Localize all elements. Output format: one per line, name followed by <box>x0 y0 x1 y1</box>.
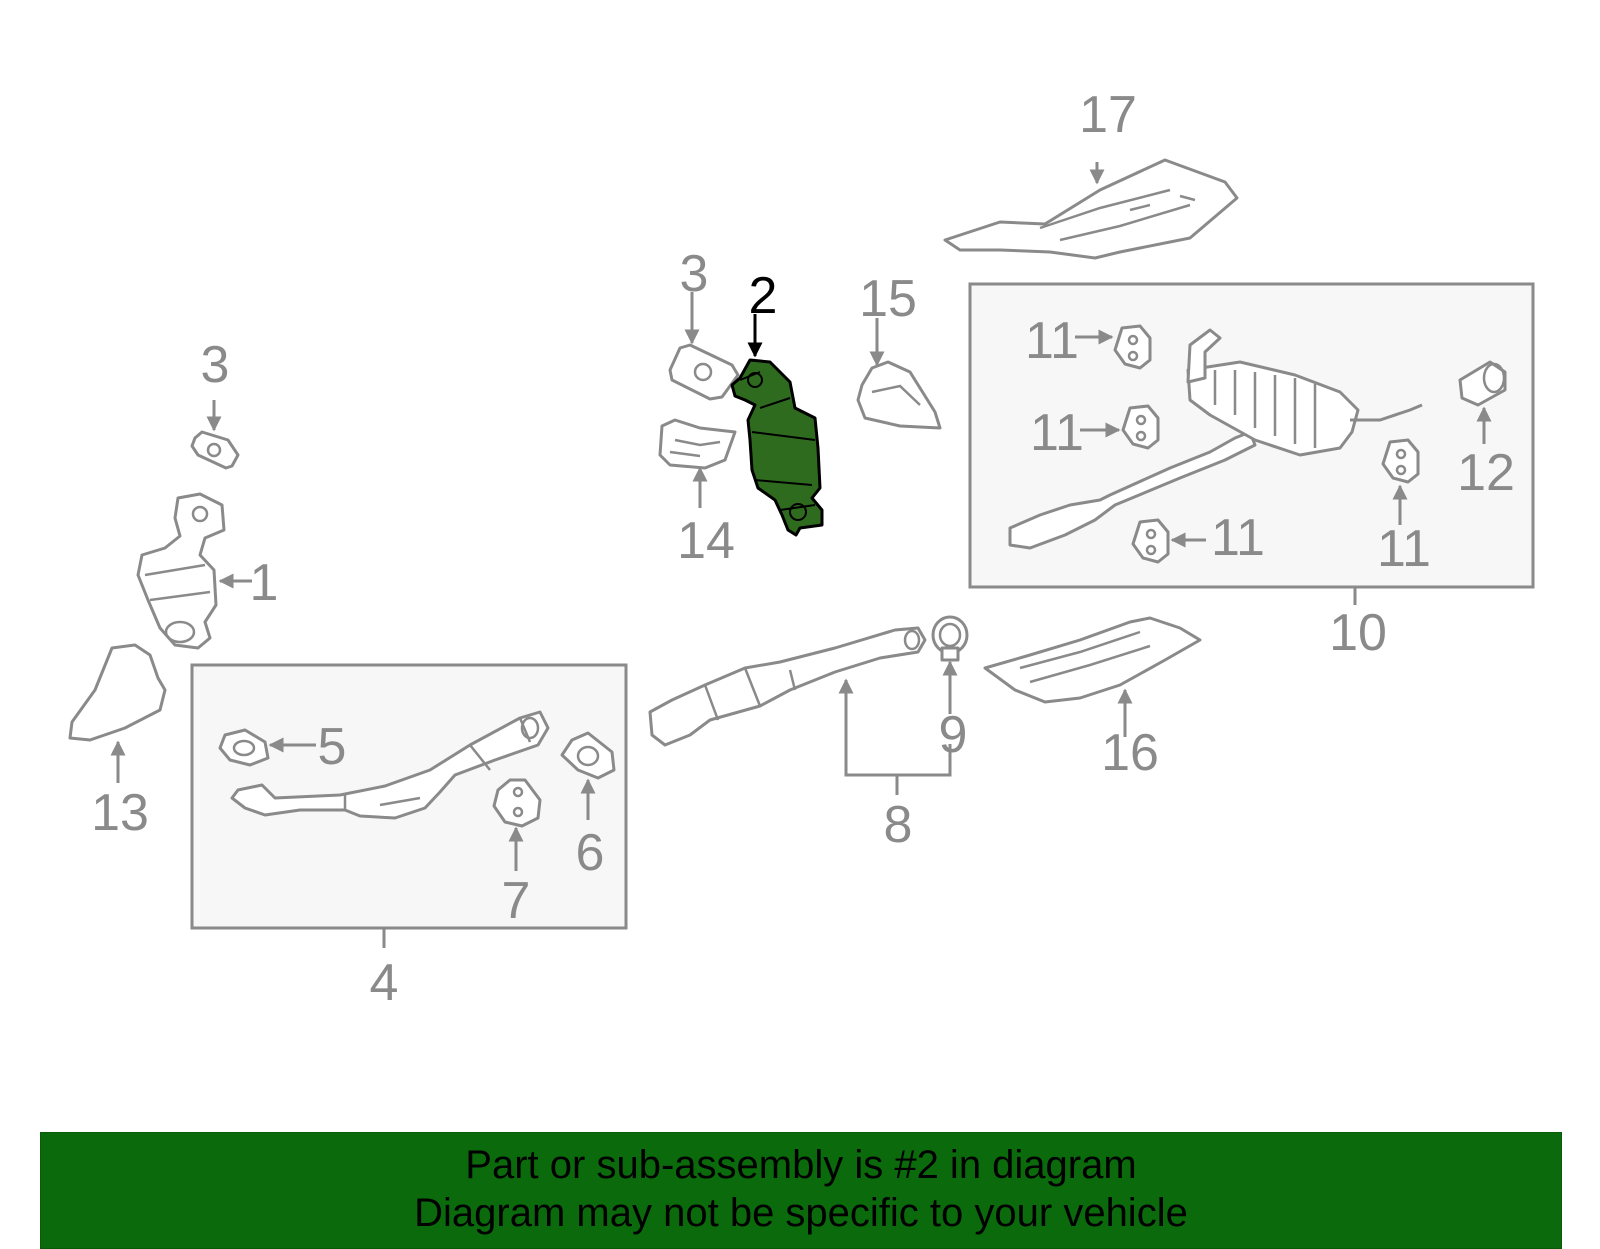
part-6-gasket[interactable] <box>560 731 616 780</box>
part-7-hanger[interactable] <box>492 778 542 828</box>
part-12-tailpipe-tip[interactable] <box>1458 360 1507 407</box>
part-2-catalytic-converter[interactable] <box>730 358 824 537</box>
callout-5: 5 <box>318 718 347 776</box>
callout-12: 12 <box>1457 444 1515 502</box>
part-5-gasket[interactable] <box>218 728 270 767</box>
part-1-catalytic-converter[interactable] <box>136 492 226 650</box>
part-15-bracket[interactable] <box>856 360 942 430</box>
callout-3-upper: 3 <box>680 245 709 303</box>
callout-3-left: 3 <box>201 336 230 394</box>
callout-7: 7 <box>502 872 531 930</box>
callout-15: 15 <box>859 270 917 328</box>
callout-6: 6 <box>576 824 605 882</box>
callout-11-d: 11 <box>1377 520 1431 578</box>
callout-16: 16 <box>1101 724 1159 782</box>
part-4-front-pipe[interactable] <box>230 710 550 820</box>
part-9-clamp[interactable] <box>931 615 969 662</box>
part-8-intermediate-pipe[interactable] <box>648 626 927 747</box>
callout-11-b: 11 <box>1030 404 1084 462</box>
callout-14: 14 <box>677 512 735 570</box>
callout-4: 4 <box>370 954 399 1012</box>
part-13-heat-shield[interactable] <box>68 643 167 742</box>
callout-17: 17 <box>1079 86 1137 144</box>
callout-11-c: 11 <box>1211 509 1265 567</box>
part-3-gasket-upper[interactable] <box>668 343 740 401</box>
callout-9: 9 <box>939 706 968 764</box>
part-11-hanger-a[interactable] <box>1113 324 1152 370</box>
part-10-muffler[interactable] <box>1008 328 1423 550</box>
banner-line-2: Diagram may not be specific to your vehi… <box>414 1191 1188 1235</box>
callout-10: 10 <box>1329 604 1387 662</box>
part-16-heat-shield[interactable] <box>983 616 1202 704</box>
part-14-bracket[interactable] <box>658 418 737 470</box>
callout-11-a: 11 <box>1025 312 1079 370</box>
part-11-hanger-b[interactable] <box>1121 404 1160 450</box>
part-11-hanger-c[interactable] <box>1131 518 1170 564</box>
callout-8: 8 <box>884 796 913 854</box>
part-11-hanger-d[interactable] <box>1381 438 1420 484</box>
banner-line-1: Part or sub-assembly is #2 in diagram <box>465 1143 1137 1187</box>
callout-13: 13 <box>91 784 149 842</box>
callout-2: 2 <box>749 267 778 325</box>
callout-1: 1 <box>250 554 279 612</box>
info-banner: Part or sub-assembly is #2 in diagram Di… <box>40 1132 1562 1249</box>
part-3-gasket-left[interactable] <box>190 430 240 470</box>
part-17-heat-shield[interactable] <box>943 158 1239 260</box>
